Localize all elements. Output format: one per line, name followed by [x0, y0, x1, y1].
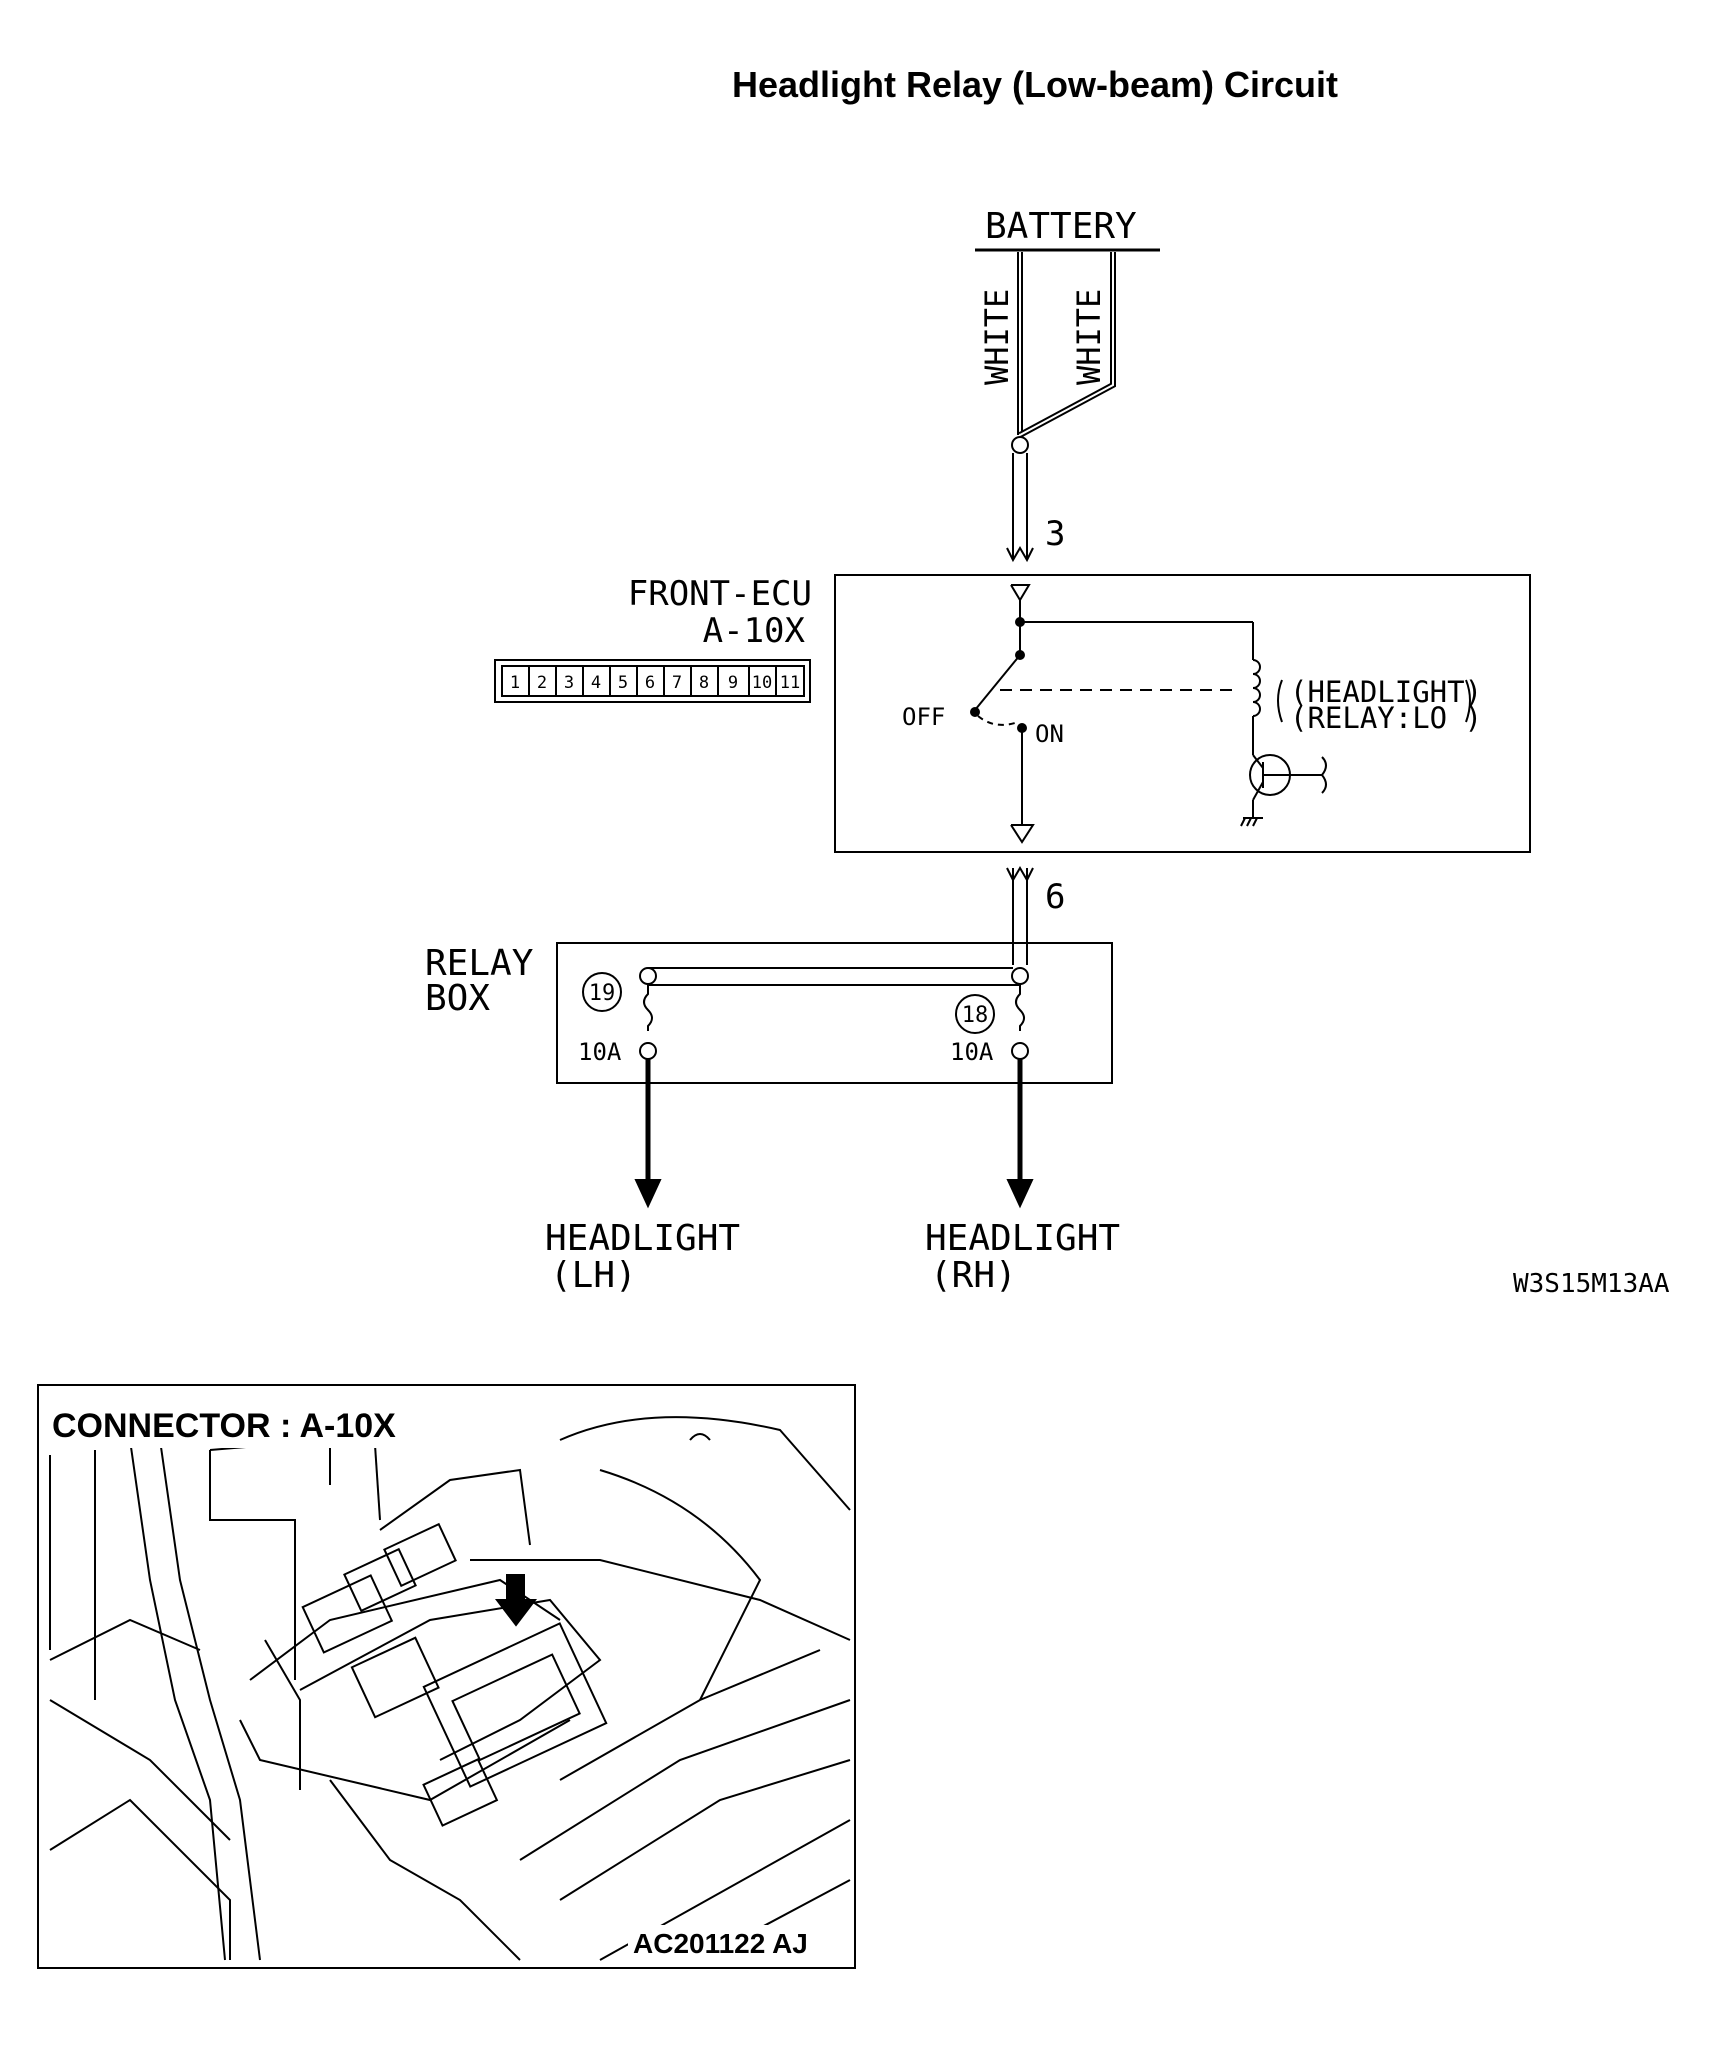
- fuse-18-number: 18: [962, 1003, 989, 1028]
- diagram-code: W3S15M13AA: [1513, 1269, 1670, 1299]
- svg-text:2: 2: [537, 673, 547, 693]
- pin-3-marker: [1010, 584, 1031, 602]
- arrow-rh: [1006, 1179, 1034, 1209]
- relay-box: [556, 942, 1113, 1084]
- fuse-18-badge: [955, 994, 995, 1034]
- svg-text:7: 7: [672, 673, 682, 693]
- pin-6-marker: [1010, 824, 1035, 844]
- relay-box-label-line1: RELAY: [425, 943, 534, 984]
- headlight-rh-label-line1: HEADLIGHT: [925, 1218, 1120, 1259]
- svg-text:10: 10: [752, 673, 772, 693]
- photo-code: AC201122 AJ: [633, 1928, 808, 1959]
- svg-text:11: 11: [780, 673, 800, 693]
- connector-outline: [494, 659, 811, 703]
- fuse-19-rating: 10A: [578, 1038, 622, 1066]
- ecu-name: FRONT-ECU: [628, 574, 812, 614]
- front-ecu-box: [834, 574, 1531, 853]
- svg-text:5: 5: [618, 673, 628, 693]
- connector-pin-row: [501, 665, 805, 697]
- svg-text:9: 9: [728, 673, 738, 693]
- ecu-connector-id: A-10X: [703, 611, 806, 651]
- relay-label-line1: (HEADLIGHT): [1290, 675, 1482, 709]
- switch-on-contact: [1017, 723, 1027, 733]
- relay-switch-arm: [974, 654, 1021, 711]
- battery-label: BATTERY: [985, 206, 1137, 247]
- relay-label-line2: (RELAY:LO ): [1290, 701, 1482, 735]
- fuse-19: [643, 984, 653, 1031]
- relay-box-label-line2: BOX: [425, 978, 490, 1019]
- arrow-lh: [634, 1179, 662, 1209]
- connector-pin-dividers: [528, 666, 777, 696]
- svg-text:3: 3: [564, 673, 574, 693]
- headlight-lh-label-line1: HEADLIGHT: [545, 1218, 740, 1259]
- svg-text:8: 8: [699, 673, 709, 693]
- connector-location-arrow: [494, 1574, 538, 1627]
- switch-on-label: ON: [1035, 720, 1064, 748]
- svg-text:1: 1: [510, 673, 520, 693]
- pin-number-top: 3: [1045, 514, 1065, 554]
- headlight-lh-label-line2: (LH): [550, 1255, 637, 1296]
- wire-color-left: WHITE: [978, 289, 1016, 385]
- headlight-rh-label-line2: (RH): [930, 1255, 1017, 1296]
- svg-text:4: 4: [591, 673, 601, 693]
- fuse-18: [1015, 984, 1025, 1031]
- connector-photo-frame: [37, 1384, 856, 1969]
- relay-coil: [1252, 659, 1261, 717]
- fuse-18-rating: 10A: [950, 1038, 994, 1066]
- switch-off-label: OFF: [902, 703, 945, 731]
- switch-off-contact: [970, 707, 980, 717]
- svg-text:6: 6: [645, 673, 655, 693]
- fuse-19-number: 19: [589, 981, 616, 1006]
- wire-color-right: WHITE: [1070, 289, 1108, 385]
- connector-pin-labels: 1 2 3 4 5 6 7 8 9 10 11: [510, 673, 800, 693]
- photo-heading: CONNECTOR : A-10X: [52, 1407, 396, 1445]
- pin-number-bottom: 6: [1045, 877, 1065, 917]
- page-title: Headlight Relay (Low-beam) Circuit: [731, 64, 1339, 105]
- splice-point: [1011, 436, 1029, 454]
- engine-bay-illustration: [49, 1416, 851, 1961]
- fuse-19-badge: [582, 972, 622, 1012]
